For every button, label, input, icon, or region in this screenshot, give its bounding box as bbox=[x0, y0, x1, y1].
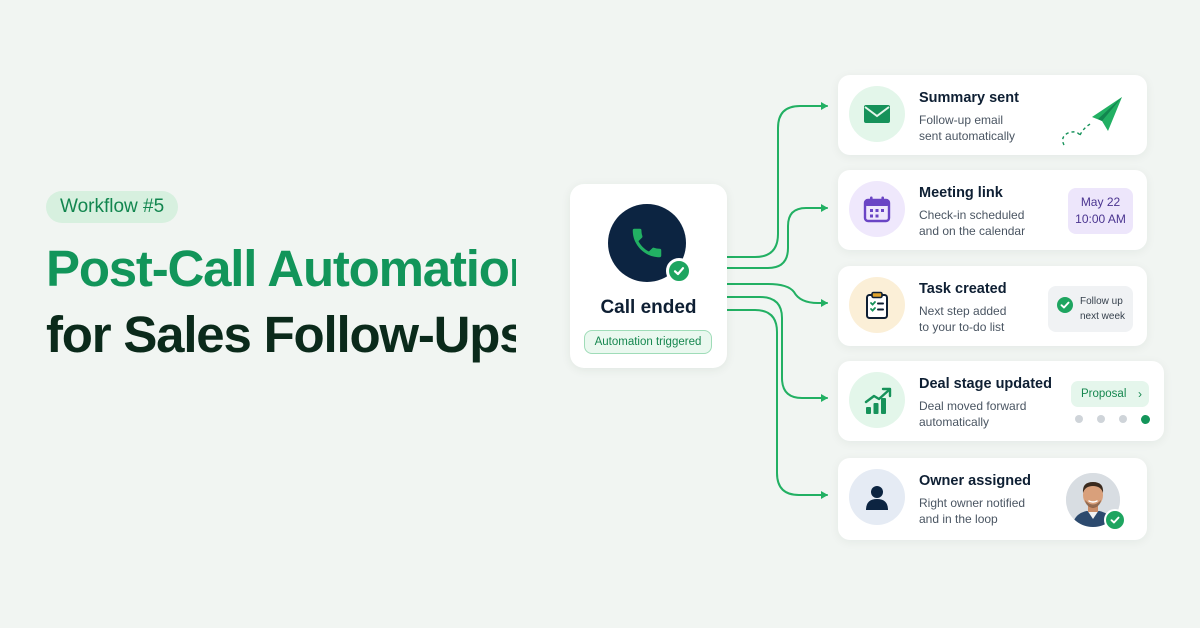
headline: Post-Call Automation for Sales Follow-Up… bbox=[46, 236, 516, 368]
stage-dot bbox=[1075, 415, 1083, 423]
task-chip-text: Follow up next week bbox=[1080, 294, 1125, 324]
source-title: Call ended bbox=[600, 297, 697, 318]
check-icon bbox=[1057, 297, 1073, 313]
step-title: Owner assigned bbox=[919, 473, 1032, 489]
growth-chart-icon bbox=[864, 387, 892, 414]
step-desc-line: Check-in scheduled bbox=[919, 208, 1025, 222]
connector-summary bbox=[726, 102, 828, 258]
step-card-meeting-link: Meeting link Check-in scheduled and on t… bbox=[838, 170, 1147, 250]
task-chip-line: next week bbox=[1080, 311, 1126, 322]
connector-deal bbox=[726, 296, 828, 402]
clipboard-icon bbox=[866, 291, 888, 319]
stage-dot bbox=[1119, 415, 1127, 423]
connector-meeting bbox=[726, 204, 828, 269]
email-icon bbox=[864, 105, 890, 123]
step-icon-bg bbox=[849, 181, 905, 237]
step-card-deal-stage: Deal stage updated Deal moved forward au… bbox=[838, 361, 1164, 441]
step-desc: Follow-up email sent automatically bbox=[919, 112, 1015, 144]
step-desc: Right owner notified and in the loop bbox=[919, 495, 1025, 527]
step-icon-bg bbox=[849, 86, 905, 142]
user-icon bbox=[866, 486, 888, 510]
meeting-date-chip: May 22 10:00 AM bbox=[1068, 188, 1133, 234]
step-desc-line: and on the calendar bbox=[919, 224, 1026, 238]
connector-owner bbox=[726, 309, 828, 499]
stage-dot bbox=[1097, 415, 1105, 423]
step-desc: Check-in scheduled and on the calendar bbox=[919, 207, 1025, 239]
paper-plane-icon bbox=[1061, 97, 1122, 146]
deal-stage-label: Proposal bbox=[1081, 388, 1127, 400]
connector-task bbox=[726, 283, 828, 307]
step-desc-line: Deal moved forward bbox=[919, 399, 1027, 413]
headline-line-1: Post-Call Automation bbox=[46, 240, 516, 297]
check-icon bbox=[666, 258, 692, 284]
step-desc-line: Right owner notified bbox=[919, 496, 1026, 510]
step-desc-line: and in the loop bbox=[919, 512, 998, 526]
chevron-right-icon: › bbox=[1138, 387, 1142, 401]
calendar-icon bbox=[863, 196, 891, 223]
step-desc-line: to your to-do list bbox=[919, 320, 1005, 334]
step-title: Task created bbox=[919, 281, 1007, 297]
step-desc-line: automatically bbox=[919, 415, 990, 429]
meeting-date: May 22 bbox=[1080, 195, 1121, 209]
step-desc: Deal moved forward automatically bbox=[919, 398, 1026, 430]
deal-stage-chip: Proposal › bbox=[1071, 381, 1149, 407]
step-icon-bg bbox=[849, 372, 905, 428]
step-icon-bg bbox=[849, 469, 905, 525]
call-ended-card: Call ended Automation triggered bbox=[570, 184, 727, 368]
step-title: Deal stage updated bbox=[919, 376, 1052, 392]
step-card-owner-assigned: Owner assigned Right owner notified and … bbox=[838, 458, 1147, 540]
meeting-time: 10:00 AM bbox=[1075, 212, 1126, 226]
check-icon bbox=[1104, 509, 1126, 531]
phone-icon bbox=[632, 228, 662, 258]
headline-line-2: for Sales Follow-Ups bbox=[46, 306, 516, 363]
step-desc-line: sent automatically bbox=[919, 129, 1016, 143]
step-card-task-created: Task created Next step added to your to-… bbox=[838, 266, 1147, 346]
step-card-summary-sent: Summary sent Follow-up email sent automa… bbox=[838, 75, 1147, 155]
step-icon-bg bbox=[849, 277, 905, 333]
step-desc-line: Next step added bbox=[919, 304, 1007, 318]
stage-dot bbox=[1141, 415, 1150, 424]
task-chip-line: Follow up bbox=[1080, 296, 1123, 307]
automation-triggered-pill: Automation triggered bbox=[584, 330, 712, 354]
task-chip: Follow up next week bbox=[1048, 286, 1133, 332]
step-title: Meeting link bbox=[919, 185, 1003, 201]
step-title: Summary sent bbox=[919, 90, 1019, 106]
step-desc-line: Follow-up email bbox=[919, 113, 1004, 127]
step-desc: Next step added to your to-do list bbox=[919, 303, 1006, 335]
workflow-badge: Workflow #5 bbox=[46, 191, 179, 223]
